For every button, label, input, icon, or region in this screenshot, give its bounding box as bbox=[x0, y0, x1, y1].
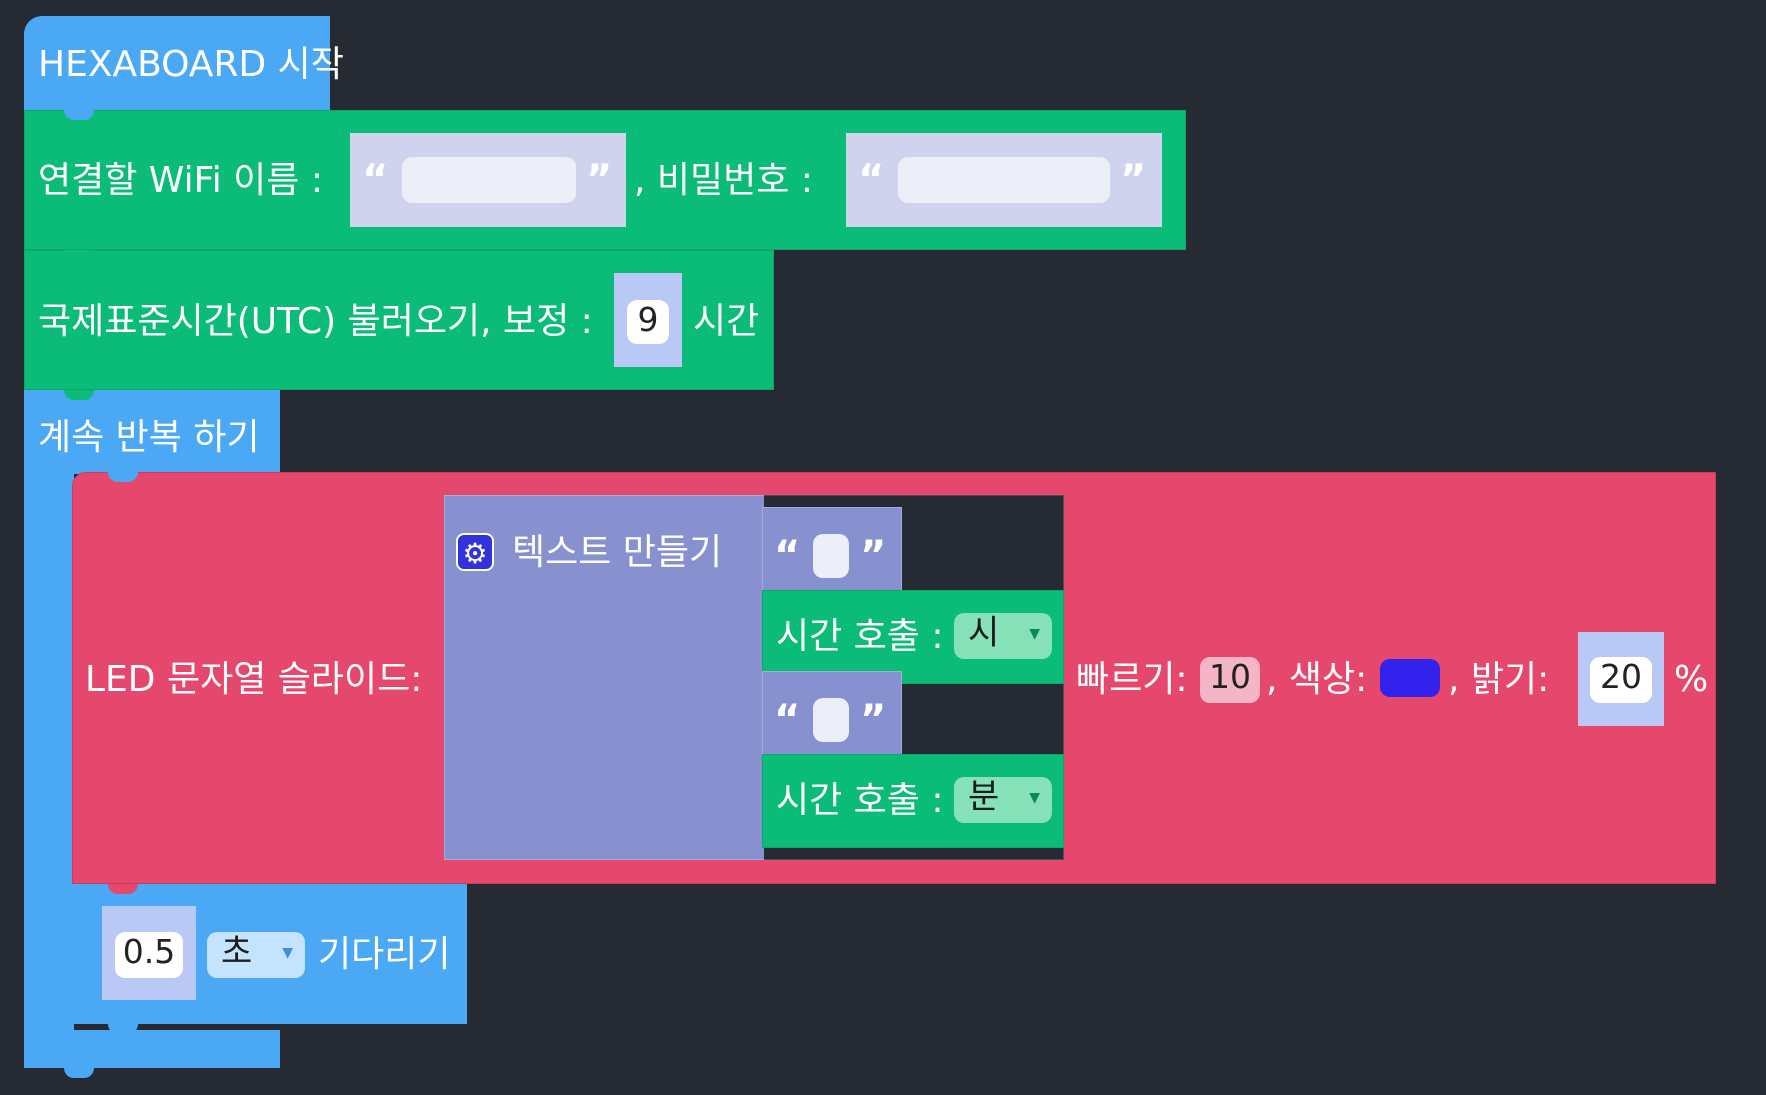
wait-unit-value: 초 bbox=[221, 932, 253, 972]
gear-icon[interactable]: ⚙ bbox=[456, 533, 494, 571]
led-block-notch bbox=[108, 472, 138, 482]
led-slide-label: LED 문자열 슬라이드: bbox=[85, 659, 423, 700]
minute-unit-value: 분 bbox=[968, 777, 1000, 817]
utc-bottom-notch bbox=[64, 390, 94, 400]
speed-label: 빠르기: bbox=[1076, 659, 1188, 700]
chevron-down-icon: ▼ bbox=[1029, 626, 1040, 642]
wait-block-notch bbox=[108, 884, 138, 894]
forever-loop-spine bbox=[24, 470, 74, 1068]
wait-label: 기다리기 bbox=[318, 934, 451, 975]
brightness-label: , 밝기: bbox=[1448, 659, 1550, 700]
forever-loop-label: 계속 반복 하기 bbox=[38, 417, 260, 458]
wait-bottom-notch bbox=[108, 1024, 138, 1034]
wifi-password-label: , 비밀번호 : bbox=[634, 160, 813, 201]
forever-loop-footer bbox=[24, 1030, 280, 1068]
text-join-label: 텍스트 만들기 bbox=[512, 532, 723, 573]
item-1-close-quote: ” bbox=[860, 533, 887, 579]
color-picker[interactable] bbox=[1380, 659, 1440, 697]
hour-unit-value: 시 bbox=[968, 613, 1000, 653]
wifi-ssid-input[interactable] bbox=[402, 157, 576, 203]
speed-input[interactable]: 10 bbox=[1200, 657, 1260, 703]
wifi-block-notch bbox=[64, 110, 94, 120]
utc-offset-input[interactable]: 9 bbox=[627, 300, 669, 344]
password-close-quote: ” bbox=[1120, 157, 1147, 203]
wifi-password-input[interactable] bbox=[898, 157, 1110, 203]
text-join-left-column bbox=[444, 495, 764, 860]
utc-block-notch bbox=[64, 250, 94, 260]
wifi-ssid-label: 연결할 WiFi 이름 : bbox=[38, 160, 323, 201]
hexaboard-start-block[interactable] bbox=[24, 16, 330, 110]
item-3-text-input[interactable] bbox=[813, 698, 849, 742]
wait-seconds-input[interactable]: 0.5 bbox=[115, 932, 183, 978]
utc-label: 국제표준시간(UTC) 불러오기, 보정 : bbox=[38, 301, 593, 342]
wait-unit-dropdown[interactable]: 초 ▼ bbox=[207, 932, 305, 978]
time-call-hour-label: 시간 호출 : bbox=[776, 616, 944, 657]
item-1-text-input[interactable] bbox=[813, 534, 849, 578]
ssid-open-quote: “ bbox=[362, 157, 389, 203]
forever-loop-block[interactable] bbox=[24, 390, 280, 474]
color-label: , 색상: bbox=[1266, 659, 1368, 700]
utc-unit-label: 시간 bbox=[693, 301, 760, 342]
item-3-close-quote: ” bbox=[860, 697, 887, 743]
percent-label: % bbox=[1674, 659, 1709, 700]
loop-bottom-notch bbox=[64, 1068, 94, 1078]
minute-unit-dropdown[interactable]: 분 ▼ bbox=[954, 777, 1052, 823]
time-call-minute-label: 시간 호출 : bbox=[776, 780, 944, 821]
chevron-down-icon: ▼ bbox=[1029, 790, 1040, 806]
item-3-open-quote: “ bbox=[774, 697, 801, 743]
brightness-input[interactable]: 20 bbox=[1590, 657, 1652, 703]
item-1-open-quote: “ bbox=[774, 533, 801, 579]
password-open-quote: “ bbox=[858, 157, 885, 203]
hexaboard-start-label: HEXABOARD 시작 bbox=[38, 44, 344, 85]
hour-unit-dropdown[interactable]: 시 ▼ bbox=[954, 613, 1052, 659]
chevron-down-icon: ▼ bbox=[282, 945, 293, 961]
ssid-close-quote: ” bbox=[586, 157, 613, 203]
